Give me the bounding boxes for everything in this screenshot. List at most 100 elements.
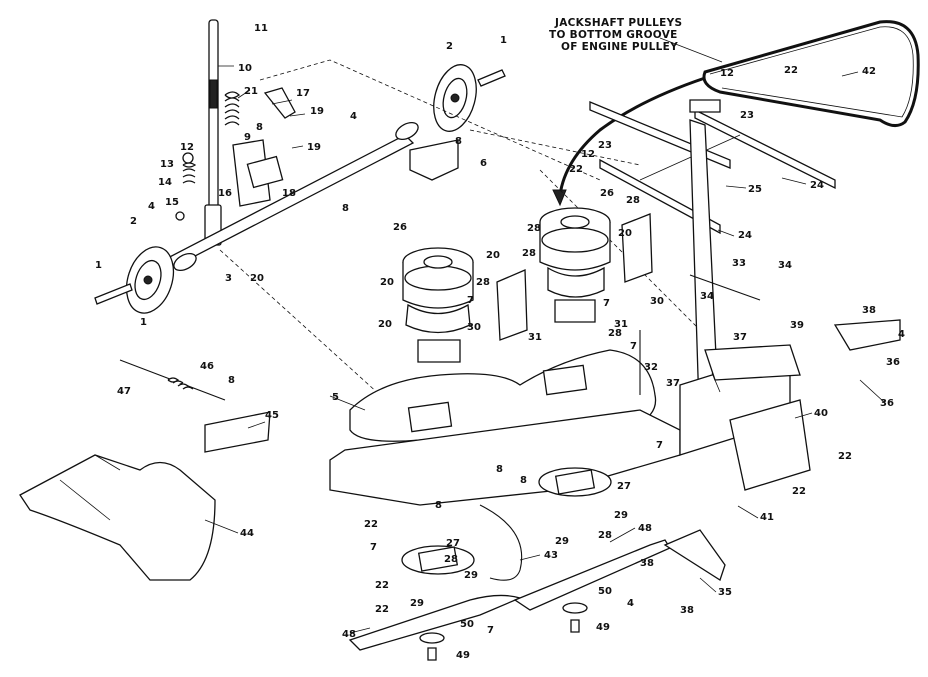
blade-left (348, 594, 522, 651)
bracket-35 (663, 529, 726, 581)
bracket-right-30 (621, 213, 653, 283)
callout: 48 (342, 629, 356, 640)
callout: 46 (200, 361, 214, 372)
callout: 4 (627, 598, 634, 609)
callout: 36 (880, 398, 894, 409)
callout: 48 (638, 523, 652, 534)
callout: 14 (158, 177, 172, 188)
callout: 37 (666, 378, 680, 389)
callout: 45 (265, 410, 279, 421)
chute-bracket (204, 411, 271, 453)
spring-46 (167, 377, 194, 390)
callout: 4 (148, 201, 155, 212)
callout: 6 (480, 158, 487, 169)
gauge-wheel-left (94, 246, 175, 314)
callout: 43 (544, 550, 558, 561)
bolt-49-left (427, 647, 437, 661)
gauge-wheel-right (433, 64, 506, 132)
belt-arrow-icon (552, 189, 567, 207)
callout: 8 (435, 500, 442, 511)
bracket-left-30 (496, 269, 528, 341)
lift-lever-assembly (175, 19, 284, 246)
callout: 8 (256, 122, 263, 133)
callout: 31 (614, 319, 628, 330)
leader-lines (204, 65, 885, 634)
callout: 8 (228, 375, 235, 386)
callout: 7 (603, 298, 610, 309)
callout: 24 (810, 180, 824, 191)
callout: 27 (617, 481, 631, 492)
bolt-49-right (570, 619, 580, 633)
caption-line-3: OF ENGINE PULLEY (561, 41, 678, 53)
callout: 44 (240, 528, 254, 539)
callout: 34 (778, 260, 792, 271)
callout: 10 (238, 63, 252, 74)
callout: 20 (618, 228, 632, 239)
callout: 19 (310, 106, 324, 117)
callout: 50 (460, 619, 474, 630)
blade-hub-right (538, 467, 612, 497)
callout: 7 (370, 542, 377, 553)
callout: 22 (364, 519, 378, 530)
callout: 4 (898, 329, 905, 340)
blade-right (513, 539, 671, 611)
callout-labels: 11 10 21 17 19 19 9 8 12 13 14 15 16 18 … (95, 23, 905, 661)
callout: 20 (380, 277, 394, 288)
callout: 12 (180, 142, 194, 153)
callout: 22 (375, 604, 389, 615)
callout: 8 (455, 136, 462, 147)
callout: 28 (626, 195, 640, 206)
callout: 8 (520, 475, 527, 486)
v-belt (552, 20, 920, 207)
callout: 15 (165, 197, 179, 208)
callout: 7 (467, 295, 474, 306)
callout: 50 (598, 586, 612, 597)
callout: 49 (456, 650, 470, 661)
blade-hub-left (401, 545, 475, 575)
callout: 36 (886, 357, 900, 368)
callout: 29 (614, 510, 628, 521)
callout: 34 (700, 291, 714, 302)
callout: 30 (467, 322, 481, 333)
callout: 3 (225, 273, 232, 284)
bracket-6 (409, 139, 459, 181)
callout: 2 (446, 41, 453, 52)
callout: 22 (375, 580, 389, 591)
callout: 13 (160, 159, 174, 170)
callout: 8 (342, 203, 349, 214)
callout: 39 (790, 320, 804, 331)
callout: 22 (838, 451, 852, 462)
caption-leader (659, 37, 723, 63)
callout: 11 (254, 23, 268, 34)
callout: 20 (486, 250, 500, 261)
washer-50-right (562, 602, 588, 614)
callout: 17 (296, 88, 310, 99)
callout: 12 (581, 149, 595, 160)
callout: 28 (444, 554, 458, 565)
callout: 27 (446, 538, 460, 549)
callout: 22 (792, 486, 806, 497)
callout: 38 (680, 605, 694, 616)
callout: 20 (250, 273, 264, 284)
callout: 20 (378, 319, 392, 330)
callout: 28 (598, 530, 612, 541)
callout: 16 (218, 188, 232, 199)
washer-50-left (419, 632, 445, 644)
callout: 38 (862, 305, 876, 316)
callout: 2 (130, 216, 137, 227)
callout: 22 (784, 65, 798, 76)
callout: 28 (527, 223, 541, 234)
callout: 24 (738, 230, 752, 241)
callout: 30 (650, 296, 664, 307)
callout: 35 (718, 587, 732, 598)
callout: 19 (307, 142, 321, 153)
callout: 4 (350, 111, 357, 122)
callout: 7 (487, 625, 494, 636)
callout: 23 (598, 140, 612, 151)
callout: 31 (528, 332, 542, 343)
callout: 47 (117, 386, 131, 397)
mower-deck (329, 349, 681, 506)
callout: 29 (410, 598, 424, 609)
callout: 28 (522, 248, 536, 259)
